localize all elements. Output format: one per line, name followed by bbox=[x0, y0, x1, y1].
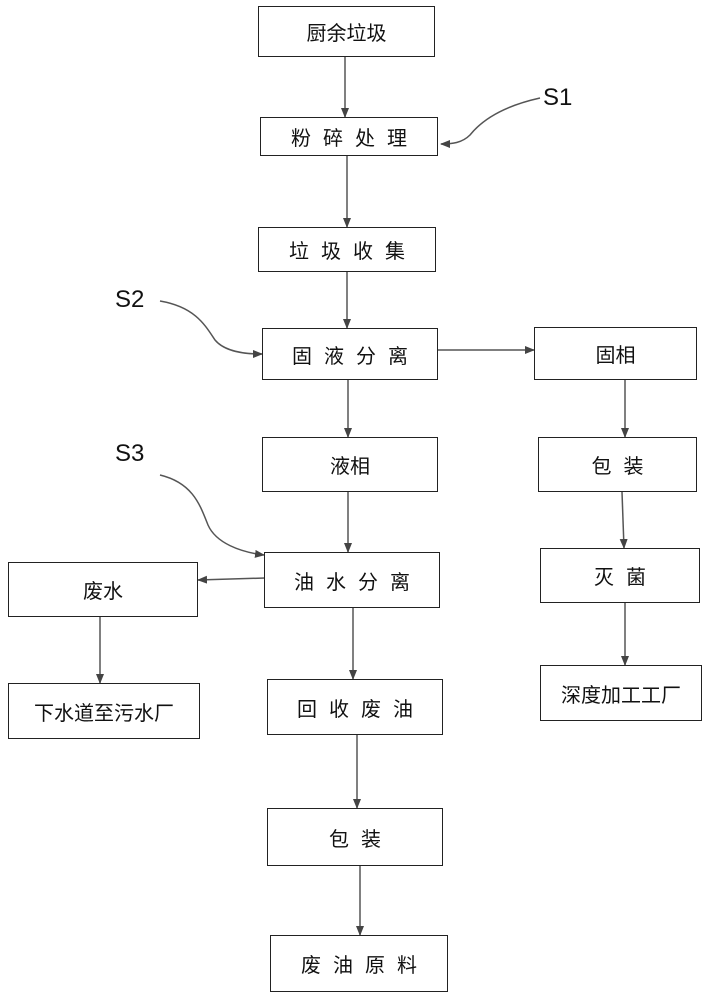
box-recover-oil-label: 回收废油 bbox=[297, 696, 425, 721]
box-pack-oil-label: 包装 bbox=[329, 826, 393, 851]
box-sewer: 下水道至污水厂 bbox=[8, 683, 200, 739]
step-label-s1: S1 bbox=[543, 84, 573, 111]
box-waste-oil-raw-label: 废油原料 bbox=[301, 953, 429, 977]
box-oil-water-separation: 油水分离 bbox=[264, 552, 440, 608]
s2-indicator-arrow bbox=[159, 300, 263, 358]
box-solid-liquid-separation: 固液分离 bbox=[262, 328, 438, 380]
box-crushing: 粉碎处理 bbox=[260, 117, 438, 156]
s1-indicator-arrow bbox=[440, 97, 541, 148]
arrow-pack-to-sterilize bbox=[619, 491, 628, 549]
arrow-oilwater-to-wastewater bbox=[197, 575, 266, 584]
box-liquid-phase: 液相 bbox=[262, 437, 438, 492]
box-waste-water: 废水 bbox=[8, 562, 198, 617]
box-sewer-label: 下水道至污水厂 bbox=[34, 700, 174, 725]
box-oil-water-separation-label: 油水分离 bbox=[294, 569, 422, 594]
box-solid-phase-label: 固相 bbox=[595, 343, 636, 367]
box-waste-water-label: 废水 bbox=[83, 579, 123, 603]
box-crushing-label: 粉碎处理 bbox=[291, 126, 419, 150]
box-sterilize-label: 灭菌 bbox=[594, 565, 658, 589]
box-pack-solid-label: 包装 bbox=[591, 454, 656, 478]
s3-indicator-arrow bbox=[159, 474, 265, 558]
box-pack-oil: 包装 bbox=[267, 808, 443, 866]
box-deep-processing: 深度加工工厂 bbox=[540, 665, 702, 721]
step-label-s2: S2 bbox=[115, 286, 145, 313]
box-waste-oil-raw: 废油原料 bbox=[270, 935, 448, 992]
box-sterilize: 灭菌 bbox=[540, 548, 700, 603]
step-label-s3: S3 bbox=[115, 440, 145, 467]
box-recover-oil: 回收废油 bbox=[267, 679, 443, 735]
box-kitchen-waste-label: 厨余垃圾 bbox=[306, 21, 387, 45]
box-collection: 垃圾收集 bbox=[258, 227, 436, 272]
box-pack-solid: 包装 bbox=[538, 437, 697, 492]
box-liquid-phase-label: 液相 bbox=[330, 454, 370, 478]
box-collection-label: 垃圾收集 bbox=[289, 239, 417, 263]
box-kitchen-waste: 厨余垃圾 bbox=[258, 6, 435, 57]
box-deep-processing-label: 深度加工工厂 bbox=[561, 682, 681, 707]
box-solid-liquid-separation-label: 固液分离 bbox=[292, 343, 420, 368]
box-solid-phase: 固相 bbox=[534, 327, 697, 380]
